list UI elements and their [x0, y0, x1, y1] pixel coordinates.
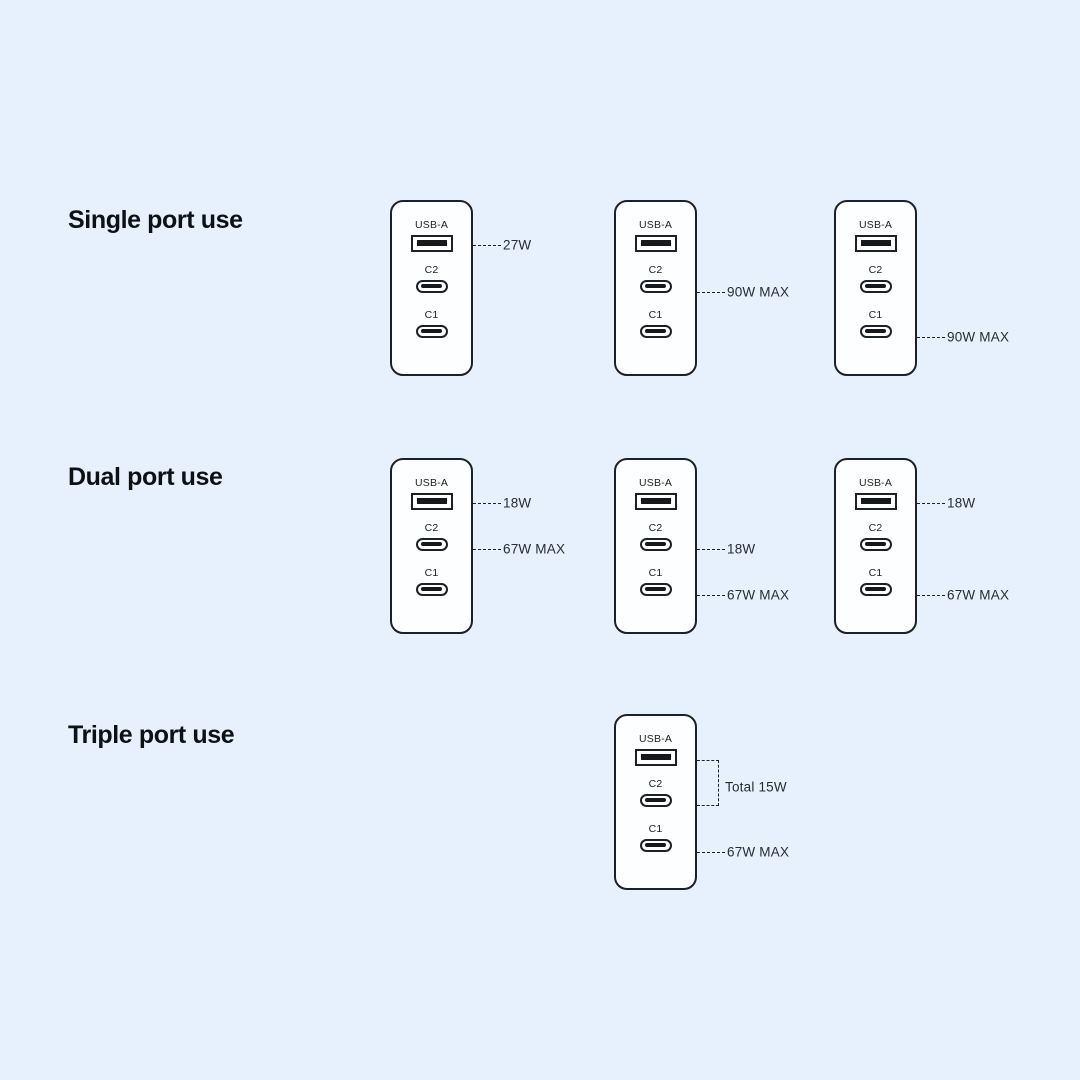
usb-a-connector-icon — [854, 492, 897, 510]
port-c1: C1 — [392, 568, 471, 596]
port-c2: C2 — [392, 523, 471, 551]
port-c1: C1 — [616, 568, 695, 596]
port-c1-label: C1 — [868, 567, 883, 579]
power-label-dual2-c2: 18W — [727, 541, 756, 557]
port-usb-a: USB-A — [616, 734, 695, 766]
port-c2-label: C2 — [868, 522, 883, 534]
port-usb-a: USB-A — [836, 478, 915, 510]
port-usb-a: USB-A — [836, 220, 915, 252]
port-usb-a: USB-A — [616, 478, 695, 510]
usb-c-connector-icon — [415, 279, 448, 293]
port-usb-a-label: USB-A — [638, 477, 673, 489]
port-c2: C2 — [392, 265, 471, 293]
usb-c-connector-icon — [639, 537, 672, 551]
power-label-dual3-usb-a: 18W — [947, 495, 976, 511]
port-usb-a-label: USB-A — [414, 477, 449, 489]
usb-c-connector-icon — [639, 838, 672, 852]
section-title-triple: Triple port use — [68, 721, 235, 749]
device-dual-usb-a-c1: USB-A C2 C1 — [834, 458, 917, 634]
power-label-dual2-c1: 67W MAX — [727, 587, 790, 603]
leader-line-single-c2 — [697, 292, 725, 293]
port-c1-label: C1 — [424, 309, 439, 321]
power-label-dual1-c2: 67W MAX — [503, 541, 566, 557]
port-usb-a: USB-A — [392, 220, 471, 252]
port-c2-label: C2 — [424, 264, 439, 276]
port-c2: C2 — [616, 265, 695, 293]
power-label-dual1-usb-a: 18W — [503, 495, 532, 511]
usb-c-connector-icon — [859, 324, 892, 338]
usb-a-connector-icon — [634, 748, 677, 766]
leader-line-dual1-usb-a — [473, 503, 501, 504]
power-label-single-c2: 90W MAX — [727, 284, 790, 300]
port-c1: C1 — [616, 310, 695, 338]
section-title-single: Single port use — [68, 206, 243, 234]
port-c2: C2 — [836, 265, 915, 293]
port-c1: C1 — [392, 310, 471, 338]
usb-c-connector-icon — [639, 324, 672, 338]
usb-c-connector-icon — [639, 279, 672, 293]
usb-c-connector-icon — [859, 279, 892, 293]
device-triple-all: USB-A C2 C1 — [614, 714, 697, 890]
leader-line-triple-c1 — [697, 852, 725, 853]
port-c1: C1 — [836, 310, 915, 338]
leader-line-dual3-usb-a — [917, 503, 945, 504]
port-usb-a-label: USB-A — [858, 477, 893, 489]
port-c2: C2 — [616, 779, 695, 807]
port-c2-label: C2 — [424, 522, 439, 534]
usb-a-connector-icon — [410, 234, 453, 252]
port-c2-label: C2 — [648, 778, 663, 790]
port-usb-a: USB-A — [392, 478, 471, 510]
usb-a-connector-icon — [410, 492, 453, 510]
power-label-single-c1: 90W MAX — [947, 329, 1010, 345]
port-c1-label: C1 — [648, 567, 663, 579]
usb-a-connector-icon — [854, 234, 897, 252]
leader-line-single-c1 — [917, 337, 945, 338]
port-usb-a-label: USB-A — [638, 733, 673, 745]
port-c1-label: C1 — [868, 309, 883, 321]
port-c2: C2 — [616, 523, 695, 551]
leader-line-dual2-c1 — [697, 595, 725, 596]
usb-c-connector-icon — [415, 324, 448, 338]
leader-line-dual2-c2 — [697, 549, 725, 550]
port-c2: C2 — [836, 523, 915, 551]
device-dual-c2-c1: USB-A C2 C1 — [614, 458, 697, 634]
leader-line-single-usb-a — [473, 245, 501, 246]
power-label-dual3-c1: 67W MAX — [947, 587, 1010, 603]
leader-line-dual1-c2 — [473, 549, 501, 550]
power-label-triple-total: Total 15W — [725, 779, 787, 795]
device-dual-usb-a-c2: USB-A C2 C1 — [390, 458, 473, 634]
port-c1-label: C1 — [424, 567, 439, 579]
port-usb-a-label: USB-A — [638, 219, 673, 231]
port-c2-label: C2 — [648, 522, 663, 534]
device-single-c2: USB-A C2 C1 — [614, 200, 697, 376]
usb-c-connector-icon — [859, 582, 892, 596]
usb-c-connector-icon — [639, 793, 672, 807]
usb-c-connector-icon — [859, 537, 892, 551]
port-c1-label: C1 — [648, 309, 663, 321]
port-c1-label: C1 — [648, 823, 663, 835]
usb-c-connector-icon — [415, 537, 448, 551]
port-c2-label: C2 — [648, 264, 663, 276]
port-usb-a: USB-A — [616, 220, 695, 252]
device-single-c1: USB-A C2 C1 — [834, 200, 917, 376]
section-title-dual: Dual port use — [68, 463, 223, 491]
power-label-triple-c1: 67W MAX — [727, 844, 790, 860]
port-c1: C1 — [836, 568, 915, 596]
port-c2-label: C2 — [868, 264, 883, 276]
bracket-triple-total — [697, 760, 719, 806]
usb-a-connector-icon — [634, 492, 677, 510]
port-usb-a-label: USB-A — [858, 219, 893, 231]
port-c1: C1 — [616, 824, 695, 852]
usb-c-connector-icon — [415, 582, 448, 596]
port-usb-a-label: USB-A — [414, 219, 449, 231]
device-single-usb-a: USB-A C2 C1 — [390, 200, 473, 376]
leader-line-dual3-c1 — [917, 595, 945, 596]
usb-c-connector-icon — [639, 582, 672, 596]
power-label-single-usb-a: 27W — [503, 237, 532, 253]
usb-a-connector-icon — [634, 234, 677, 252]
